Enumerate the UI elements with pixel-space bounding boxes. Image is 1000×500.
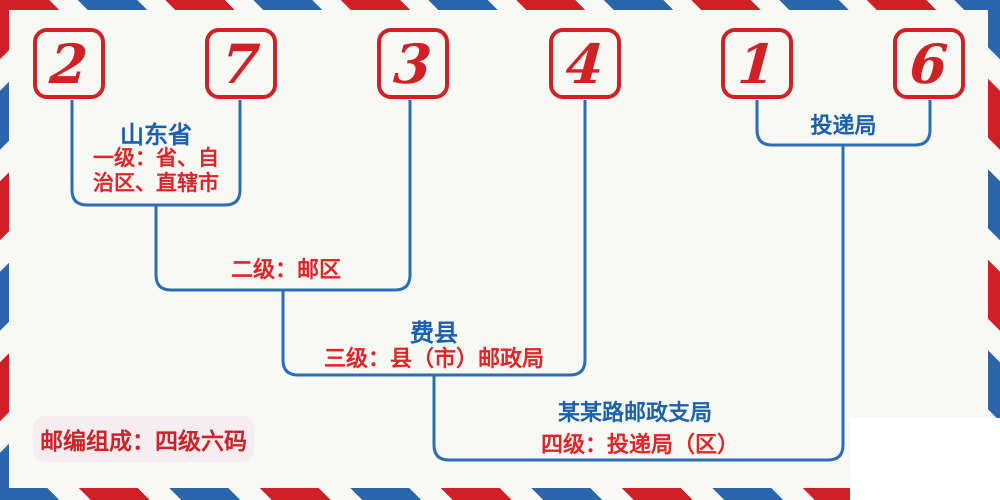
airmail-border-right — [988, 0, 1000, 500]
branch-office-name-label: 某某路邮政支局 — [557, 400, 712, 425]
postal-code-composition-text: 邮编组成：四级六码 — [40, 429, 247, 454]
level1-description-line2: 治区、直辖市 — [93, 171, 219, 195]
level1-description-line1: 一级：省、自 — [93, 146, 219, 170]
level4-description-label: 四级：投递局（区） — [540, 432, 739, 457]
digit-5: 1 — [735, 31, 779, 96]
digit-2: 7 — [219, 31, 263, 96]
county-name-label: 费县 — [410, 321, 458, 347]
province-name-label: 山东省 — [120, 123, 192, 149]
digit-box-5: 1 — [721, 28, 793, 99]
digit-6: 6 — [907, 31, 951, 96]
airmail-border-left — [0, 0, 9, 500]
level1-description-label: 一级：省、自 治区、直辖市 — [60, 146, 252, 196]
postal-code-composition-badge: 邮编组成：四级六码 — [33, 416, 254, 462]
digit-3: 3 — [391, 31, 435, 96]
digit-4: 4 — [563, 31, 607, 96]
airmail-border-top — [0, 0, 1000, 10]
bracket-level4 — [432, 145, 845, 462]
level2-description-label: 二级：邮区 — [230, 257, 341, 282]
digit-1: 2 — [47, 31, 91, 96]
digit-box-1: 2 — [33, 28, 105, 99]
bottom-right-white-patch — [850, 418, 1000, 500]
digit-box-2: 7 — [205, 28, 277, 99]
digit-box-6: 6 — [893, 28, 965, 99]
airmail-border-bottom — [0, 488, 1000, 500]
level3-description-label: 三级：县（市）邮政局 — [323, 346, 544, 371]
digit-box-4: 4 — [549, 28, 621, 99]
delivery-office-label: 投递局 — [810, 113, 877, 138]
digit-box-3: 3 — [377, 28, 449, 99]
